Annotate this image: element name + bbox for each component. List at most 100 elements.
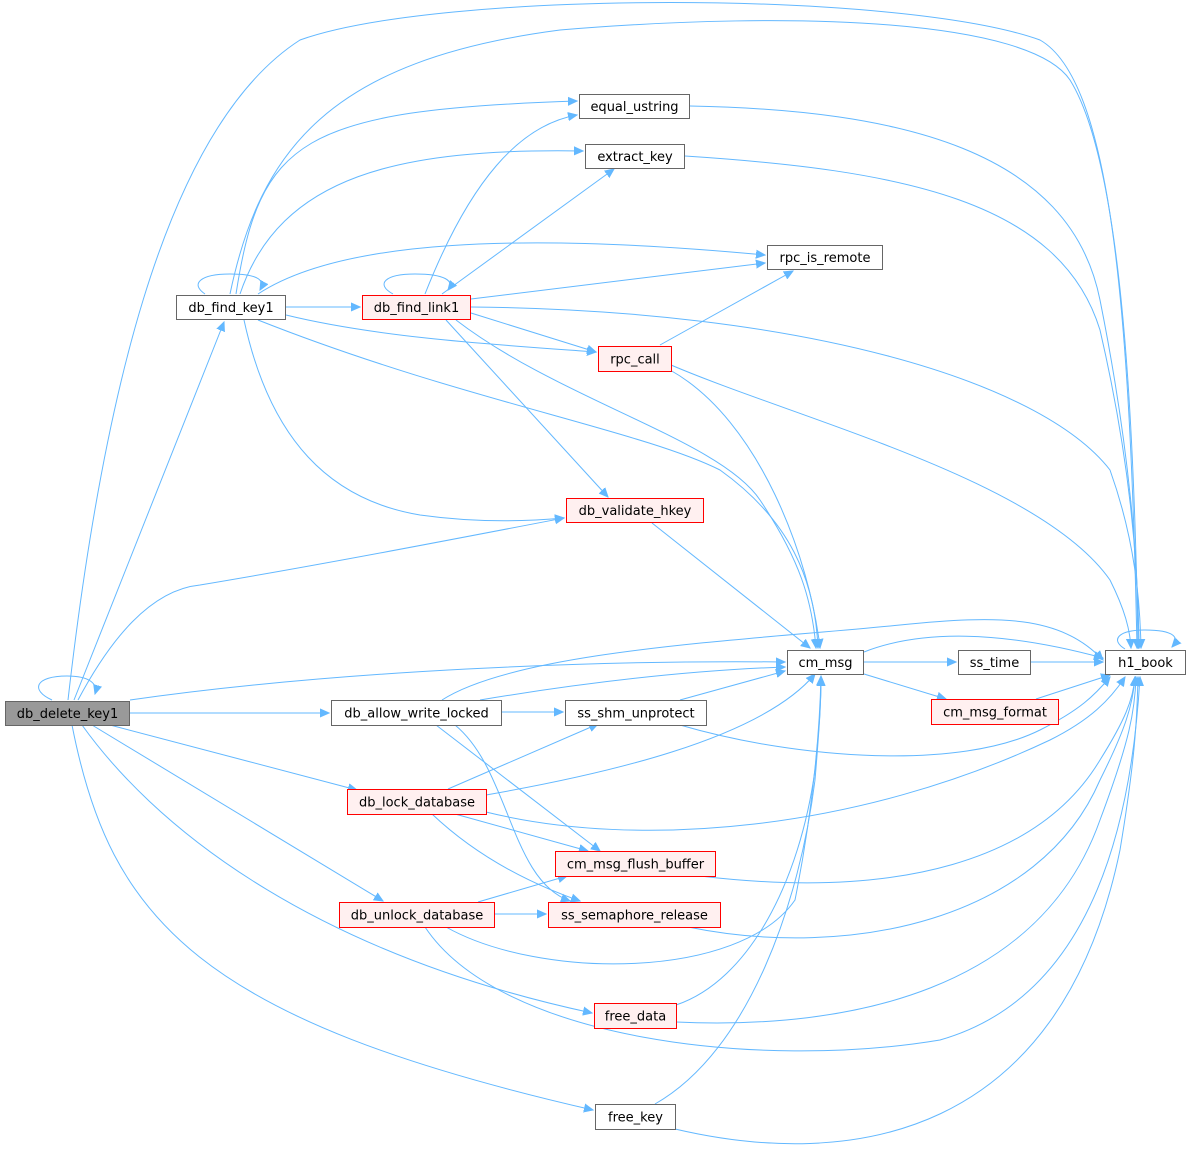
edge-h1_book-to-h1_book — [1117, 629, 1176, 650]
node-label: db_unlock_database — [351, 909, 484, 924]
edge-ss_shm_unprotect-to-h1_book — [679, 677, 1110, 757]
edge-ss_shm_unprotect-to-cm_msg — [679, 671, 785, 701]
edge-free_key-to-cm_msg — [654, 677, 821, 1105]
node-label: h1_book — [1118, 656, 1173, 671]
edge-db_delete_key1-to-db_unlock_database — [91, 724, 383, 901]
edge-db_delete_key1-to-db_delete_key1 — [38, 675, 96, 701]
node-label: db_validate_hkey — [579, 504, 692, 519]
edge-db_find_key1-to-db_validate_hkey — [243, 319, 564, 521]
edge-db_delete_key1-to-db_lock_database — [109, 724, 357, 790]
nodes-layer: db_delete_key1 db_find_key1 equal_ustringe… — [5, 94, 1186, 1130]
node-box — [566, 498, 704, 523]
node-label: cm_msg — [799, 656, 853, 671]
node-db_lock_database[interactable]: db_lock_database — [347, 789, 487, 815]
node-box — [555, 851, 716, 877]
node-box — [331, 700, 502, 726]
node-box — [787, 650, 864, 675]
edge-ss_semaphore_release-to-h1_book — [687, 677, 1135, 939]
node-box — [767, 245, 883, 270]
node-label: rpc_call — [610, 353, 660, 368]
node-cm_msg_format[interactable]: cm_msg_format — [931, 699, 1059, 725]
node-ss_time[interactable]: ss_time — [958, 650, 1031, 675]
edge-db_find_key1-to-extract_key — [239, 151, 583, 295]
node-label: extract_key — [597, 150, 673, 165]
node-box — [565, 700, 707, 726]
node-label: cm_msg_flush_buffer — [567, 858, 705, 873]
node-label: db_allow_write_locked — [344, 707, 489, 722]
edge-free_data-to-h1_book — [675, 677, 1136, 1024]
edge-extract_key-to-h1_book — [684, 155, 1139, 648]
edge-db_find_link1-to-cm_msg — [455, 319, 816, 648]
node-box — [339, 902, 495, 928]
edge-cm_msg_format-to-h1_book — [1035, 675, 1110, 700]
node-rpc_call[interactable]: rpc_call — [598, 346, 672, 372]
edge-db_find_link1-to-db_validate_hkey — [445, 319, 608, 497]
node-label: db_find_link1 — [374, 301, 459, 316]
node-rpc_is_remote[interactable]: rpc_is_remote — [767, 245, 883, 270]
node-box — [595, 1104, 676, 1130]
node-box — [958, 650, 1031, 675]
edge-db_find_link1-to-equal_ustring — [424, 115, 577, 295]
node-free_data[interactable]: free_data — [594, 1003, 677, 1029]
edge-db_allow_write_locked-to-h1_book — [441, 619, 1103, 701]
node-free_key[interactable]: free_key — [595, 1104, 676, 1130]
node-db_delete_key1[interactable]: db_delete_key1 — [5, 701, 130, 726]
node-label: free_data — [605, 1010, 666, 1025]
node-label: db_lock_database — [359, 796, 475, 811]
node-label: ss_shm_unprotect — [577, 707, 694, 722]
node-box — [598, 346, 672, 372]
edge-db_unlock_database-to-h1_book — [424, 677, 1140, 1052]
edge-db_allow_write_locked-to-cm_msg — [479, 667, 785, 701]
edge-db_delete_key1-to-cm_msg — [129, 662, 785, 701]
node-db_find_key1[interactable]: db_find_key1 — [176, 295, 286, 320]
edge-db_find_key1-to-rpc_is_remote — [257, 242, 765, 295]
node-box — [1105, 650, 1186, 675]
node-ss_semaphore_release[interactable]: ss_semaphore_release — [548, 902, 721, 928]
edge-db_find_link1-to-db_find_link1 — [383, 273, 450, 295]
node-label: db_delete_key1 — [17, 707, 119, 722]
edge-db_find_key1-to-h1_book — [229, 20, 1138, 648]
node-box — [362, 295, 471, 320]
node-label: free_key — [608, 1111, 663, 1126]
node-equal_ustring[interactable]: equal_ustring — [579, 94, 690, 119]
edge-db_allow_write_locked-to-cm_msg_flush_buffer — [435, 724, 600, 851]
edge-db_find_link1-to-rpc_call — [470, 312, 596, 352]
edge-rpc_call-to-rpc_is_remote — [659, 271, 793, 346]
node-extract_key[interactable]: extract_key — [585, 144, 685, 169]
edge-db_find_key1-to-db_find_key1 — [197, 273, 262, 295]
edge-rpc_call-to-h1_book — [670, 364, 1131, 648]
node-label: db_find_key1 — [188, 301, 273, 316]
node-h1_book[interactable]: h1_book — [1105, 650, 1186, 675]
node-label: ss_time — [970, 656, 1019, 671]
node-db_validate_hkey[interactable]: db_validate_hkey — [566, 498, 704, 523]
edge-db_delete_key1-to-db_find_key1 — [73, 322, 224, 701]
node-db_allow_write_locked[interactable]: db_allow_write_locked — [331, 700, 502, 726]
edge-db_lock_database-to-ss_shm_unprotect — [447, 724, 598, 790]
node-label: cm_msg_format — [943, 706, 1047, 721]
node-box — [931, 699, 1059, 725]
node-box — [594, 1003, 677, 1029]
node-cm_msg[interactable]: cm_msg — [787, 650, 864, 675]
node-label: rpc_is_remote — [780, 251, 871, 266]
node-db_find_link1[interactable]: db_find_link1 — [362, 295, 471, 320]
edge-free_data-to-cm_msg — [675, 677, 821, 1006]
node-box — [176, 295, 286, 320]
edge-db_unlock_database-to-cm_msg_flush_buffer — [477, 876, 567, 903]
edge-db_lock_database-to-cm_msg — [485, 674, 815, 796]
node-cm_msg_flush_buffer[interactable]: cm_msg_flush_buffer — [555, 851, 716, 877]
node-box — [579, 94, 690, 119]
edge-equal_ustring-to-h1_book — [689, 105, 1139, 648]
node-db_unlock_database[interactable]: db_unlock_database — [339, 902, 495, 928]
edge-db_find_link1-to-h1_book — [470, 306, 1141, 648]
edge-db_lock_database-to-ss_semaphore_release — [431, 813, 580, 901]
edge-db_delete_key1-to-free_data — [81, 724, 592, 1013]
edge-db_find_link1-to-extract_key — [441, 169, 614, 295]
edge-db_find_key1-to-rpc_call — [285, 314, 596, 352]
edge-cm_msg-to-cm_msg_format — [863, 673, 946, 699]
node-box — [5, 701, 130, 726]
edge-db_find_key1-to-cm_msg — [257, 319, 818, 648]
node-ss_shm_unprotect[interactable]: ss_shm_unprotect — [565, 700, 707, 726]
edge-cm_msg-to-h1_book — [863, 635, 1103, 658]
edge-db_lock_database-to-h1_book — [485, 677, 1125, 831]
